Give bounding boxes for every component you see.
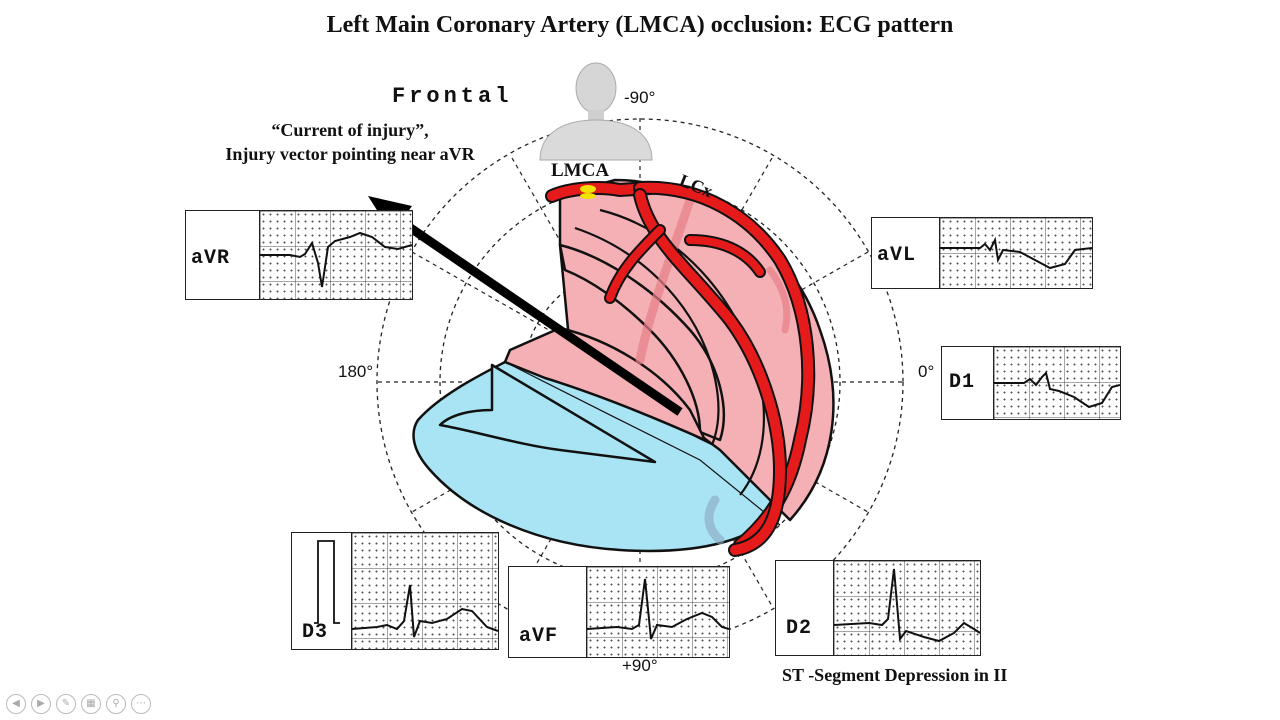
lead-label-avl: aVL (877, 244, 917, 267)
injury-note-line1: “Current of injury”, (271, 120, 429, 140)
lead-label-avr: aVR (191, 247, 231, 270)
lead-label-d2: D2 (786, 617, 813, 640)
st-depression-caption: ST -Segment Depression in II (782, 665, 1008, 685)
frontal-plane-label: Frontal (392, 84, 513, 109)
ecg-avr: aVR (185, 210, 413, 300)
marginal-branch-fill (686, 236, 764, 276)
occlusion-marker-2 (580, 193, 596, 199)
posterior-vessel-3 (704, 495, 725, 545)
calibration-pulse (314, 540, 340, 624)
trace-avf (587, 578, 729, 640)
occlusion-marker (580, 185, 596, 193)
prev-icon[interactable]: ◀ (6, 694, 26, 714)
ecg-d2: D2 (775, 560, 981, 656)
ecg-avl: aVL (871, 217, 1093, 289)
lad-artery-fill (635, 190, 786, 555)
injury-vector (387, 210, 683, 416)
page-title: Left Main Coronary Artery (LMCA) occlusi… (326, 12, 954, 38)
trace-d3 (352, 584, 498, 638)
posterior-vessel-2 (766, 266, 791, 334)
lead-label-d3: D3 (302, 621, 329, 644)
trace-avl (940, 236, 1092, 270)
lv-inner-wall (558, 243, 725, 442)
ecg-d1: D1 (941, 346, 1121, 420)
angle-0: 0° (918, 362, 935, 381)
zoom-icon[interactable]: ⚲ (106, 694, 126, 714)
pen-icon[interactable]: ✎ (56, 694, 76, 714)
outer-circle (376, 118, 904, 646)
posterior-vessel (635, 195, 695, 365)
lead-label-avf: aVF (519, 625, 559, 648)
trace-d2 (834, 568, 980, 643)
angle-minus-90: -90° (624, 88, 656, 107)
more-icon[interactable]: ⋯ (131, 694, 151, 714)
lead-label-d1: D1 (949, 371, 976, 394)
diagonal-branch-fill (606, 226, 664, 302)
angle-180: 180° (338, 362, 374, 381)
inferior-cavity (438, 363, 657, 464)
torso-icon (539, 62, 653, 161)
lv-inner-curve-2 (574, 226, 720, 446)
lmca-label: LMCA (551, 160, 610, 181)
angle-plus-90: +90° (622, 656, 658, 675)
wall-boundary (504, 361, 781, 526)
next-icon[interactable]: ▶ (31, 694, 51, 714)
lv-septum (503, 326, 707, 442)
trace-avr (260, 231, 412, 288)
trace-d1 (994, 371, 1120, 409)
slide-toolbar: ◀ ▶ ✎ ▦ ⚲ ⋯ (6, 694, 151, 714)
injury-note: “Current of injury”, Injury vector point… (190, 118, 510, 166)
slides-icon[interactable]: ▦ (81, 694, 101, 714)
ecg-d3: D3 (291, 532, 499, 650)
injury-note-line2: Injury vector pointing near aVR (225, 144, 475, 164)
ecg-avf: aVF (508, 566, 730, 658)
